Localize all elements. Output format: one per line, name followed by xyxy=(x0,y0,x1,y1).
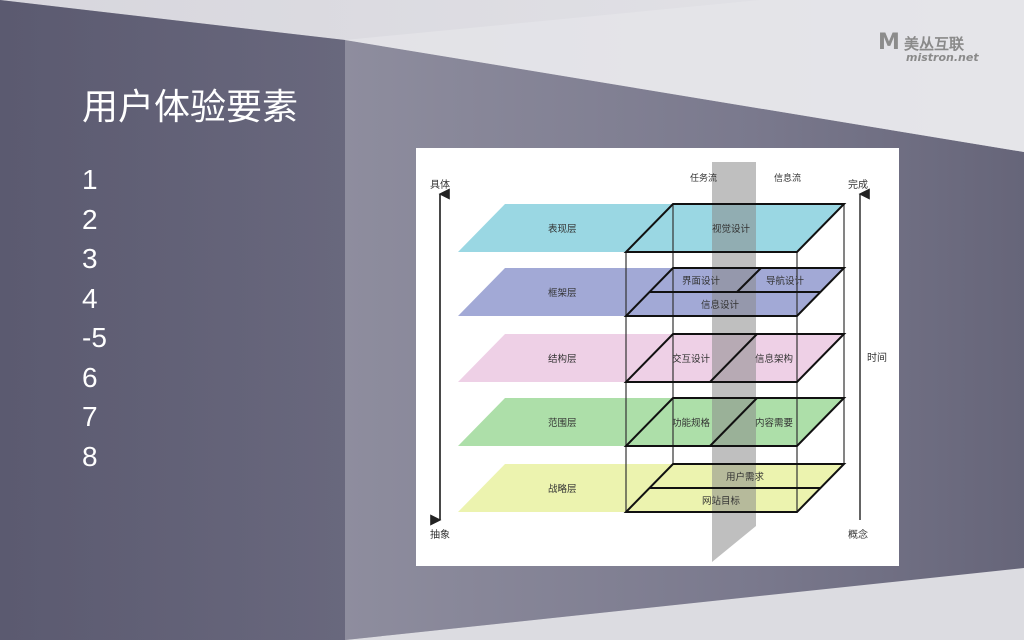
list-item: 1 xyxy=(82,164,98,195)
cell-information-design: 信息设计 xyxy=(701,299,740,311)
brand-name: 美丛互联 xyxy=(904,35,965,53)
grid-outlines xyxy=(623,203,847,513)
list-item: 3 xyxy=(82,243,98,274)
list-item: 2 xyxy=(82,203,98,235)
cell-navigation-design: 导航设计 xyxy=(766,275,805,287)
right-axis-middle-label: 时间 xyxy=(867,351,887,364)
list-item: -5 xyxy=(82,322,107,353)
layer-name-surface: 表现层 xyxy=(548,223,577,235)
task-flow-label: 任务流 xyxy=(690,172,717,184)
layer-name-skeleton: 框架层 xyxy=(548,287,577,299)
slide-title: 用户体验要素 xyxy=(82,87,299,128)
layer-name-strategy: 战略层 xyxy=(548,483,577,495)
info-flow-label: 信息流 xyxy=(774,172,801,184)
brand-logo-mark: M xyxy=(878,30,900,55)
cell-visual-design: 视觉设计 xyxy=(712,223,751,235)
cell-interaction-design: 交互设计 xyxy=(672,353,711,365)
right-axis-bottom-label: 概念 xyxy=(848,528,868,541)
brand-logo: M 美丛互联 mistron.net xyxy=(878,30,988,64)
layer-fill-surface xyxy=(458,204,844,252)
axis-lines xyxy=(430,188,870,526)
info-flow-plane xyxy=(712,162,756,562)
list-item: 6 xyxy=(82,361,98,393)
diagram-canvas: 具体 抽象 完成 时间 概念 任务流 信息流 表现层 框架层 结构层 范围层 战… xyxy=(430,162,887,562)
layer-name-structure: 结构层 xyxy=(548,353,577,365)
list-item: 8 xyxy=(82,440,98,472)
list-item: 7 xyxy=(82,401,98,432)
brand-domain: mistron.net xyxy=(906,51,979,64)
cell-site-objectives: 网站目标 xyxy=(702,495,741,507)
cell-user-needs: 用户需求 xyxy=(726,471,765,483)
cell-functional-spec: 功能规格 xyxy=(672,417,711,429)
cell-interface-design: 界面设计 xyxy=(682,275,721,287)
numbered-list: 1 2 3 4 -5 6 7 8 xyxy=(82,160,107,476)
ux-elements-diagram: 具体 抽象 完成 时间 概念 任务流 信息流 表现层 框架层 结构层 范围层 战… xyxy=(416,148,899,566)
list-item: 4 xyxy=(82,282,98,314)
right-axis-top-label: 完成 xyxy=(848,178,868,191)
left-axis-top-label: 具体 xyxy=(430,179,450,191)
cell-information-architecture: 信息架构 xyxy=(755,353,793,365)
cell-content-requirements: 内容需要 xyxy=(755,417,793,429)
left-axis-bottom-label: 抽象 xyxy=(430,528,450,541)
layer-name-scope: 范围层 xyxy=(548,417,577,429)
